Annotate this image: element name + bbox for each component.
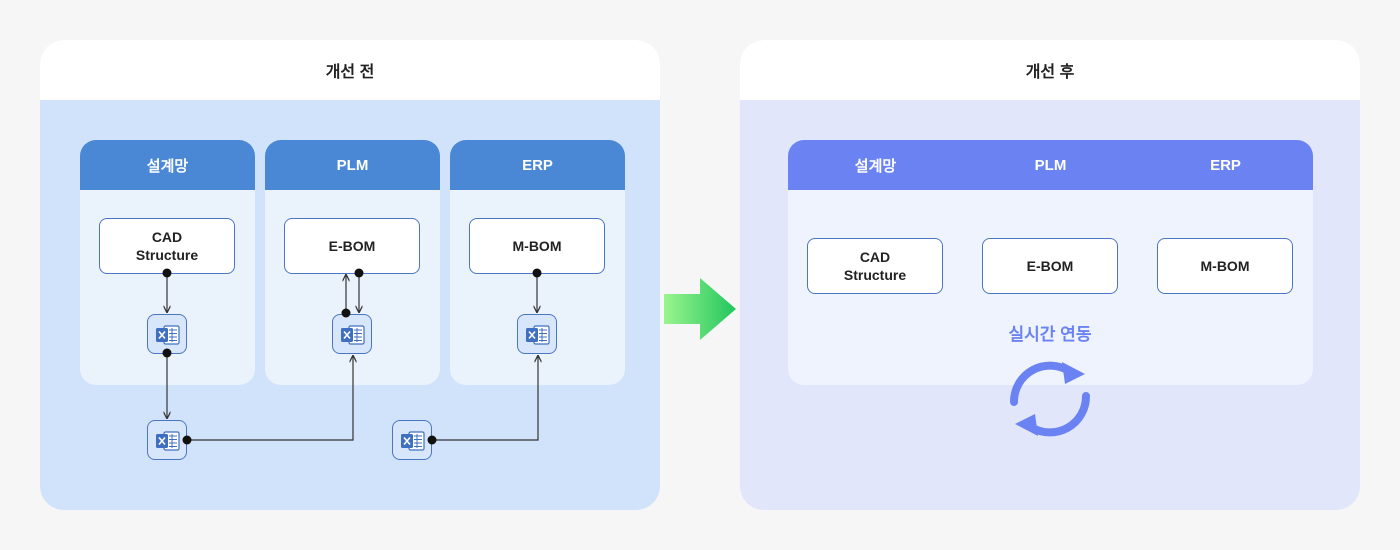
realtime-sync-label: 실시간 연동: [1008, 325, 1092, 344]
cad-structure-box: CAD Structure: [807, 238, 943, 294]
box-label: E-BOM: [328, 238, 376, 254]
mbom-box: M-BOM: [469, 218, 605, 274]
excel-file-icon: [517, 314, 557, 354]
excel-file-icon: [392, 420, 432, 460]
column-header: 설계망: [80, 140, 255, 190]
box-label: M-BOM: [1200, 258, 1250, 274]
right-arrow-icon: [664, 278, 736, 340]
box-label: M-BOM: [512, 238, 562, 254]
column-header: ERP: [450, 140, 625, 190]
excel-file-icon: [147, 314, 187, 354]
box-label-line: CAD: [859, 249, 891, 265]
sync-icon: [1009, 361, 1091, 437]
before-panel: 개선 전 설계망 PLM ERP CAD Structure E-BOM M-B…: [40, 40, 660, 510]
integrated-header: 설계망 PLM ERP: [788, 140, 1313, 190]
column-header: PLM: [1034, 156, 1067, 174]
ebom-box: E-BOM: [982, 238, 1118, 294]
excel-file-icon: [147, 420, 187, 460]
box-label-line: CAD: [151, 229, 183, 245]
before-connectors: [162, 268, 660, 445]
ebom-box: E-BOM: [284, 218, 420, 274]
before-title: 개선 전: [40, 40, 660, 100]
after-integrated-system: 설계망 PLM ERP CAD Structure E-BOM M-BOM: [788, 140, 1313, 385]
box-label-line: Structure: [135, 247, 199, 263]
excel-file-icon: [332, 314, 372, 354]
box-label: E-BOM: [1026, 258, 1074, 274]
column-header: PLM: [265, 140, 440, 190]
cad-structure-box: CAD Structure: [99, 218, 235, 274]
after-panel: 개선 후 설계망 PLM ERP CAD Structure E-BOM M-B…: [740, 40, 1360, 510]
after-title: 개선 후: [740, 40, 1360, 100]
mbom-box: M-BOM: [1157, 238, 1293, 294]
column-header: ERP: [1210, 156, 1241, 174]
column-header: 설계망: [854, 157, 897, 175]
box-label-line: Structure: [843, 267, 907, 283]
